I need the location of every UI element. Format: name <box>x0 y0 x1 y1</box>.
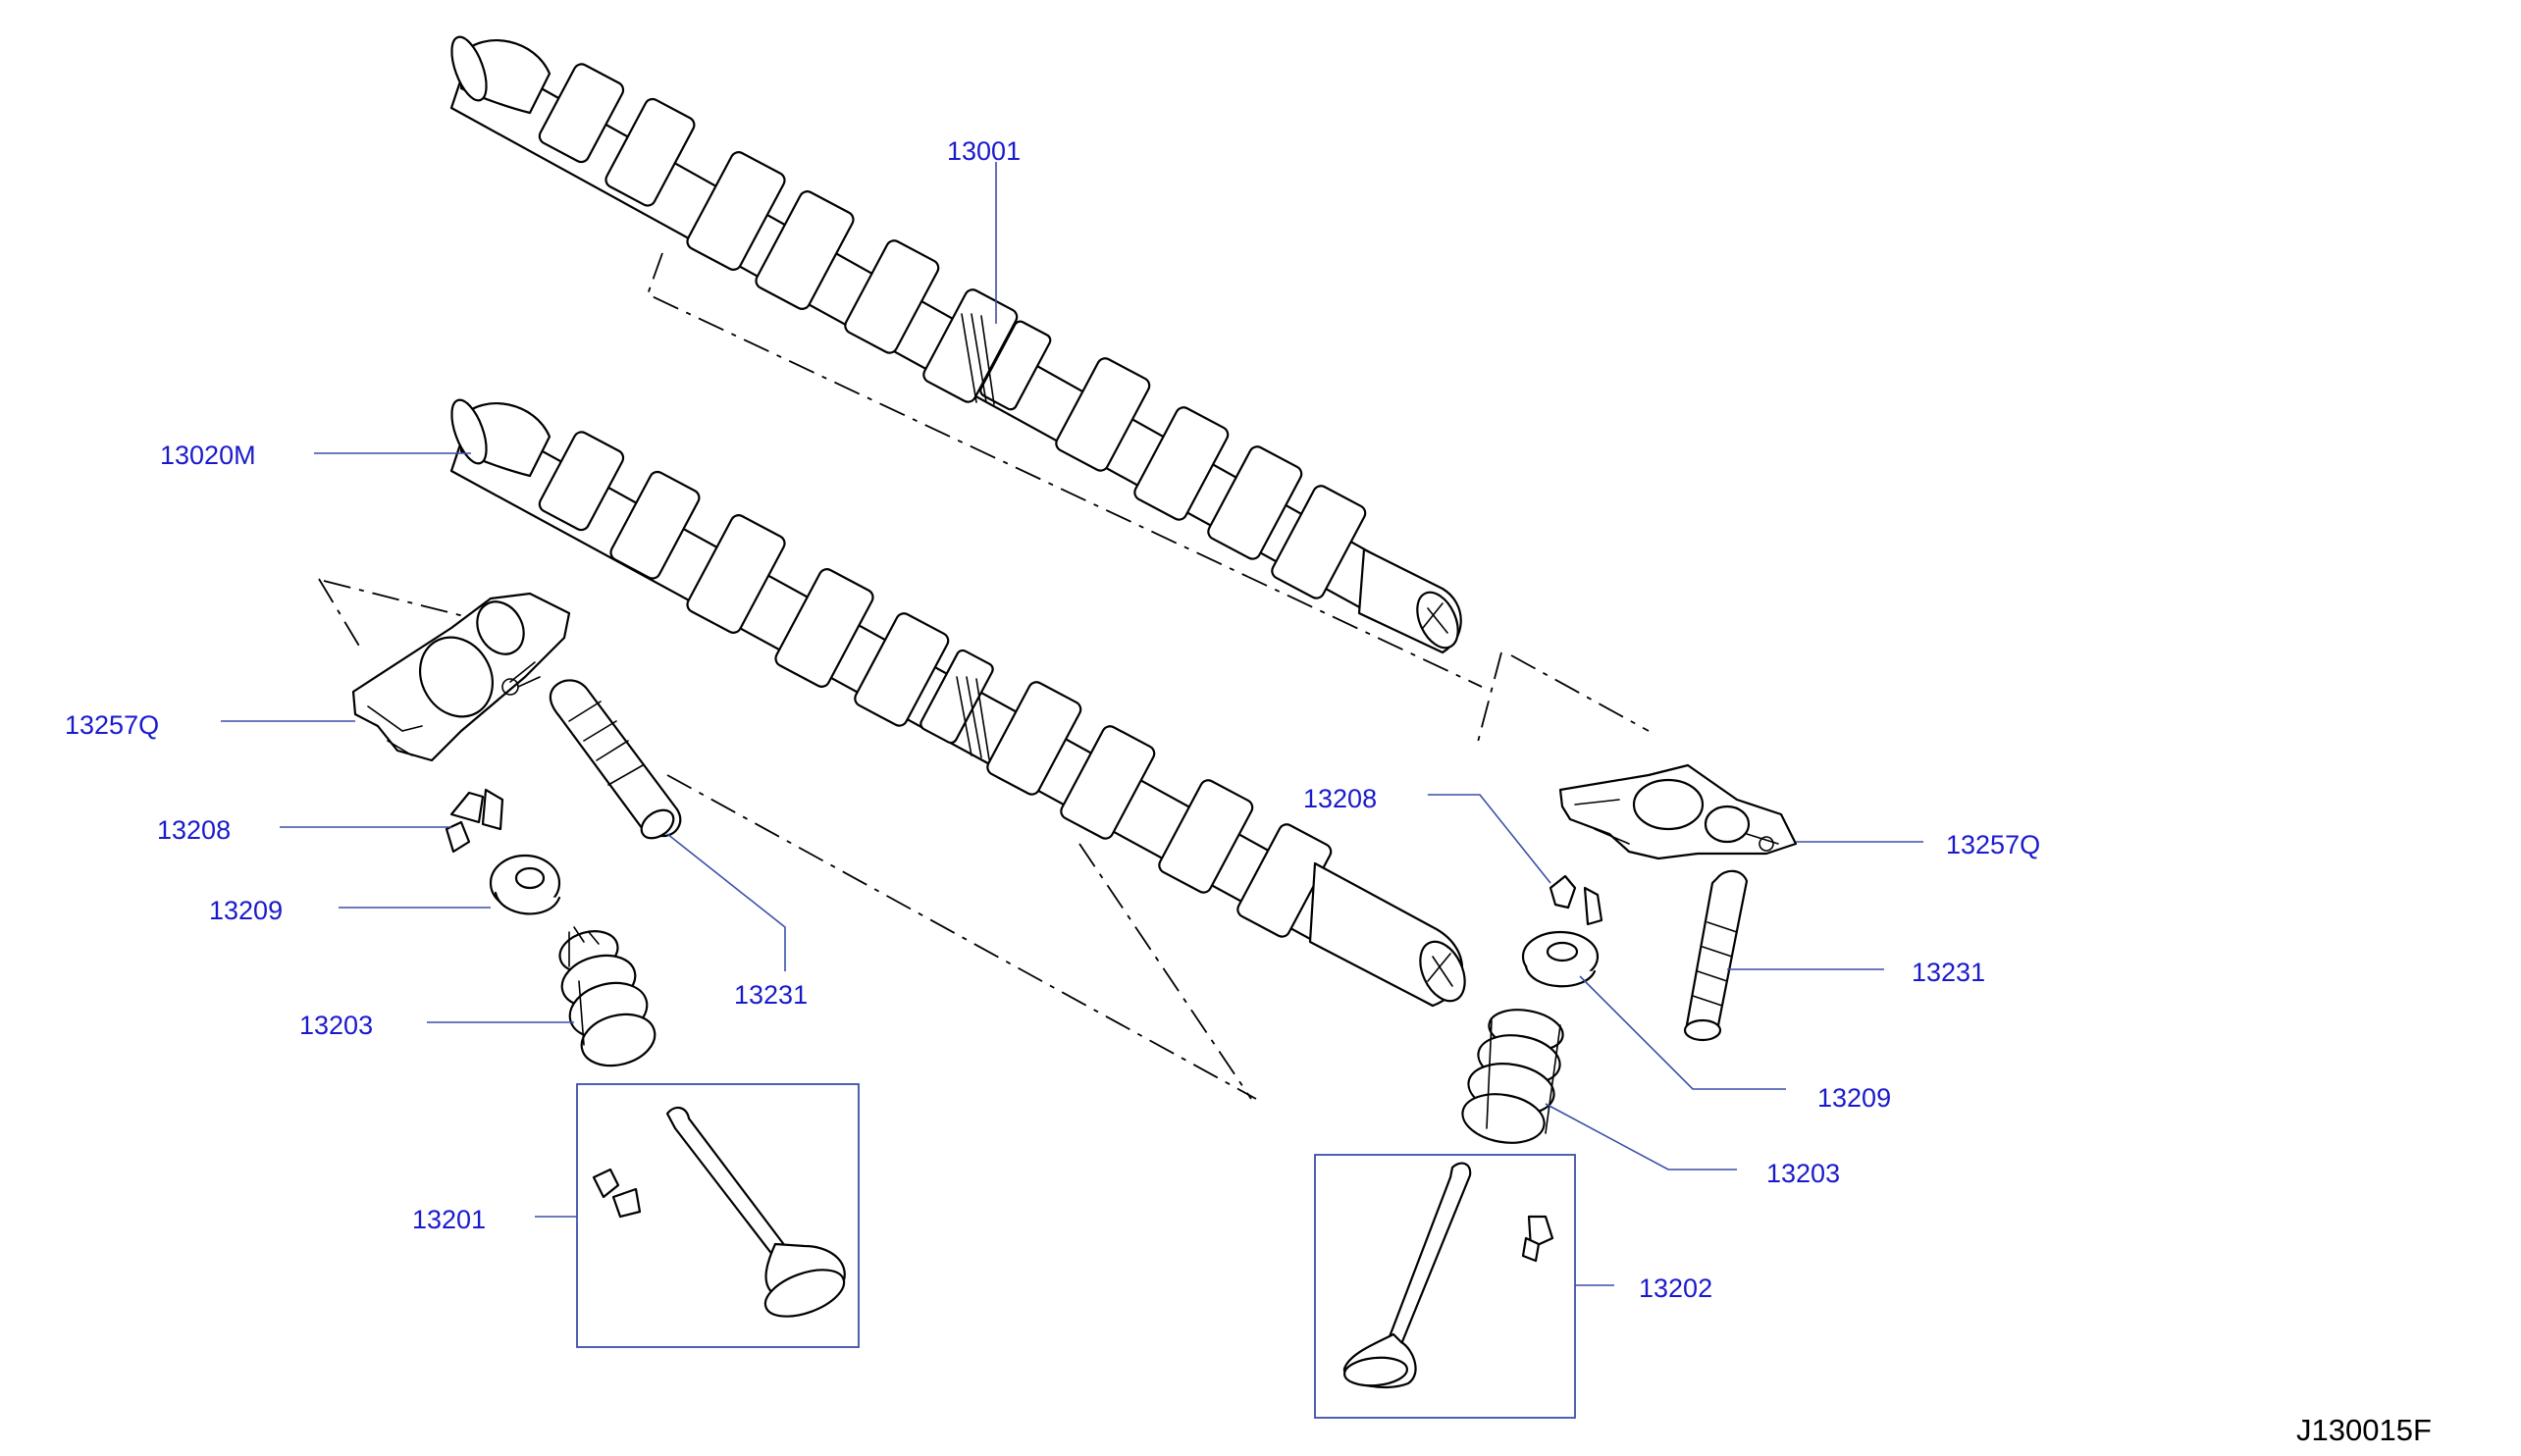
callout-labels: 13001 13020M 13257Q 13208 13209 13203 13… <box>65 136 2040 1303</box>
exhaust-valve-group[interactable] <box>1314 1154 1576 1419</box>
callout-camshaft-upper[interactable]: 13001 <box>947 136 1021 166</box>
callout-lash-adjuster-left[interactable]: 13231 <box>734 980 808 1010</box>
callout-retainer-left[interactable]: 13209 <box>209 896 283 925</box>
spring-left[interactable] <box>555 925 660 1073</box>
callout-collet-right[interactable]: 13208 <box>1303 784 1377 813</box>
retainer-left[interactable] <box>489 854 561 915</box>
callout-collet-left[interactable]: 13208 <box>157 815 231 845</box>
callout-rocker-arm-left[interactable]: 13257Q <box>65 710 159 740</box>
lash-adjuster-right[interactable] <box>1683 869 1749 1042</box>
callout-spring-right[interactable]: 13203 <box>1766 1159 1840 1188</box>
callout-retainer-right[interactable]: 13209 <box>1817 1083 1891 1113</box>
lash-adjuster-left[interactable] <box>549 679 682 844</box>
callout-intake-valve[interactable]: 13201 <box>412 1205 486 1234</box>
intake-valve-frame <box>576 1083 860 1348</box>
collet-right[interactable] <box>1549 874 1603 926</box>
retainer-right[interactable] <box>1521 930 1600 988</box>
exhaust-valve-frame <box>1314 1154 1576 1419</box>
collet-left[interactable] <box>445 788 504 854</box>
callout-lash-adjuster-right[interactable]: 13231 <box>1912 958 1985 987</box>
lower-camshaft[interactable] <box>445 395 1473 1008</box>
leader-lines <box>221 162 1923 1286</box>
diagram-code: J130015F <box>2296 1413 2432 1447</box>
callout-rocker-arm-right[interactable]: 13257Q <box>1946 830 2040 859</box>
intake-valve-group[interactable] <box>576 1083 860 1348</box>
spring-right[interactable] <box>1458 1005 1565 1149</box>
rocker-arm-left[interactable] <box>351 592 571 762</box>
upper-camshaft[interactable] <box>445 32 1466 654</box>
assembly-guide-lines <box>318 252 1650 1100</box>
rocker-arm-right[interactable] <box>1558 763 1798 860</box>
callout-spring-left[interactable]: 13203 <box>299 1011 373 1040</box>
callout-camshaft-lower[interactable]: 13020M <box>160 441 256 470</box>
callout-exhaust-valve[interactable]: 13202 <box>1639 1274 1712 1303</box>
